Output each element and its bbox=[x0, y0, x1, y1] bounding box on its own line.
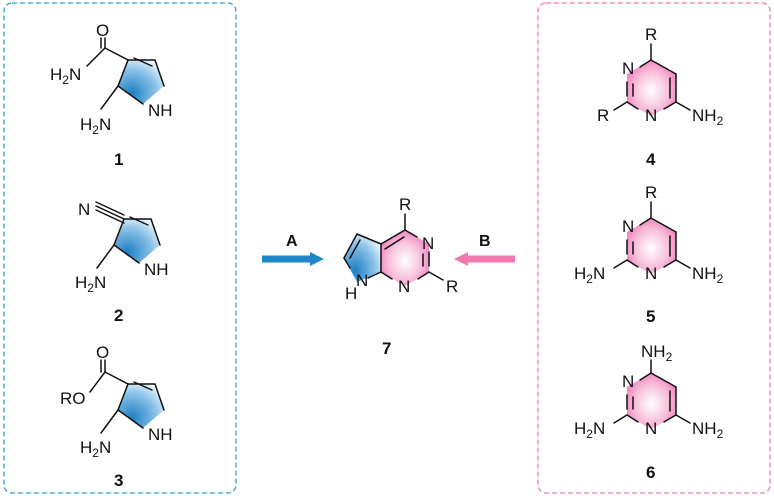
c1-carbonyl-O: O bbox=[96, 21, 109, 40]
compound-3-number: 3 bbox=[114, 471, 123, 490]
compound-6: NH2 N N H2N NH2 6 bbox=[574, 342, 724, 482]
compound-4-number: 4 bbox=[646, 150, 656, 169]
pyrrole-ring-2 bbox=[114, 219, 160, 263]
c2-nitrile-N: N bbox=[78, 200, 90, 219]
pyrrole-ring-3 bbox=[118, 384, 164, 428]
c5-N-lower: N bbox=[645, 264, 657, 283]
arrow-A: A bbox=[262, 233, 324, 266]
c5-N-upper: N bbox=[622, 217, 634, 236]
c4-R-top: R bbox=[645, 25, 657, 44]
arrow-B: B bbox=[454, 233, 515, 266]
c7-N-upper: N bbox=[422, 234, 434, 253]
compound-1-number: 1 bbox=[114, 150, 123, 169]
c1-amide-N: H2N bbox=[50, 65, 81, 87]
c7-N-lower: N bbox=[398, 277, 410, 296]
c6-amine-left: H2N bbox=[574, 419, 605, 441]
c1-ring-NH: NH bbox=[148, 101, 173, 120]
c2-ring-NH: NH bbox=[144, 260, 169, 279]
pyrimidine-ring-4 bbox=[627, 60, 676, 116]
pyrimidine-ring-5 bbox=[627, 218, 676, 274]
arrow-B-label: B bbox=[479, 233, 491, 250]
c5-R-top: R bbox=[645, 183, 657, 202]
c6-amine-right: NH2 bbox=[692, 419, 724, 441]
pyrrole-ring-1 bbox=[118, 60, 164, 104]
c7-ring-H: H bbox=[345, 284, 357, 303]
c7-R-top: R bbox=[399, 195, 411, 214]
compound-5: R N N H2N NH2 5 bbox=[574, 183, 724, 326]
arrow-A-label: A bbox=[286, 233, 298, 250]
compound-2-number: 2 bbox=[114, 306, 123, 325]
compound-7-number: 7 bbox=[382, 339, 391, 358]
compound-6-number: 6 bbox=[646, 463, 655, 482]
c4-N-upper: N bbox=[622, 59, 634, 78]
compound-2: N H2N NH 2 bbox=[75, 200, 169, 325]
pyrrole-ring-7 bbox=[344, 234, 381, 282]
c7-R-right: R bbox=[446, 277, 458, 296]
compound-1: O H2N H2N NH 1 bbox=[50, 21, 173, 169]
compound-5-number: 5 bbox=[646, 307, 655, 326]
c6-N-upper: N bbox=[622, 372, 634, 391]
right-dashed-box bbox=[537, 2, 771, 494]
c5-amine-left: H2N bbox=[574, 264, 605, 286]
c4-amine: NH2 bbox=[692, 106, 724, 128]
left-dashed-box bbox=[3, 2, 237, 494]
pyrimidine-ring-6 bbox=[627, 373, 676, 429]
c7-ring-N: N bbox=[356, 271, 368, 290]
c1-amino-N: H2N bbox=[80, 115, 111, 137]
c4-N-lower: N bbox=[645, 106, 657, 125]
compound-3: O RO H2N NH 3 bbox=[60, 343, 173, 490]
c4-R-left: R bbox=[597, 106, 609, 125]
c6-amine-top: NH2 bbox=[641, 342, 673, 364]
compound-7: R N N R N H 7 bbox=[343, 195, 458, 358]
compound-4: R R N N NH2 4 bbox=[597, 25, 724, 169]
c6-N-lower: N bbox=[645, 419, 657, 438]
c2-amino-N: H2N bbox=[75, 273, 106, 295]
c3-ester-RO: RO bbox=[60, 389, 86, 408]
c5-amine-right: NH2 bbox=[692, 264, 724, 286]
c3-ring-NH: NH bbox=[148, 425, 173, 444]
c3-amino-N: H2N bbox=[80, 438, 111, 460]
c3-carbonyl-O: O bbox=[96, 343, 109, 362]
